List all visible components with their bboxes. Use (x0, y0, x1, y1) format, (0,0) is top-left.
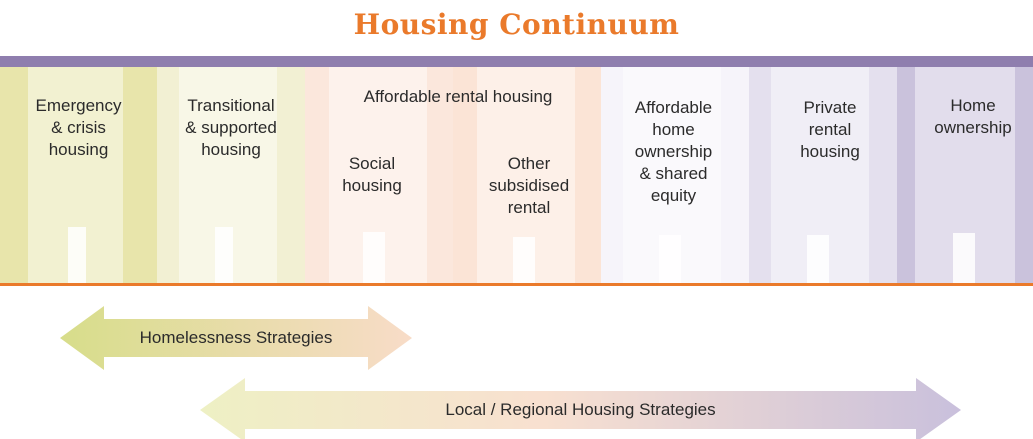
local-regional-strategies-label: Local / Regional Housing Strategies (445, 400, 716, 419)
local-regional-strategies-arrow (200, 378, 961, 439)
baseline (0, 283, 1033, 286)
diagram-title: Housing Continuum (353, 8, 680, 41)
top-bar (0, 56, 1033, 67)
affordable-rental-housing-label: Affordable rental housing (363, 87, 553, 106)
homelessness-strategies-arrow (60, 306, 412, 370)
homelessness-strategies-label: Homelessness Strategies (139, 328, 333, 347)
